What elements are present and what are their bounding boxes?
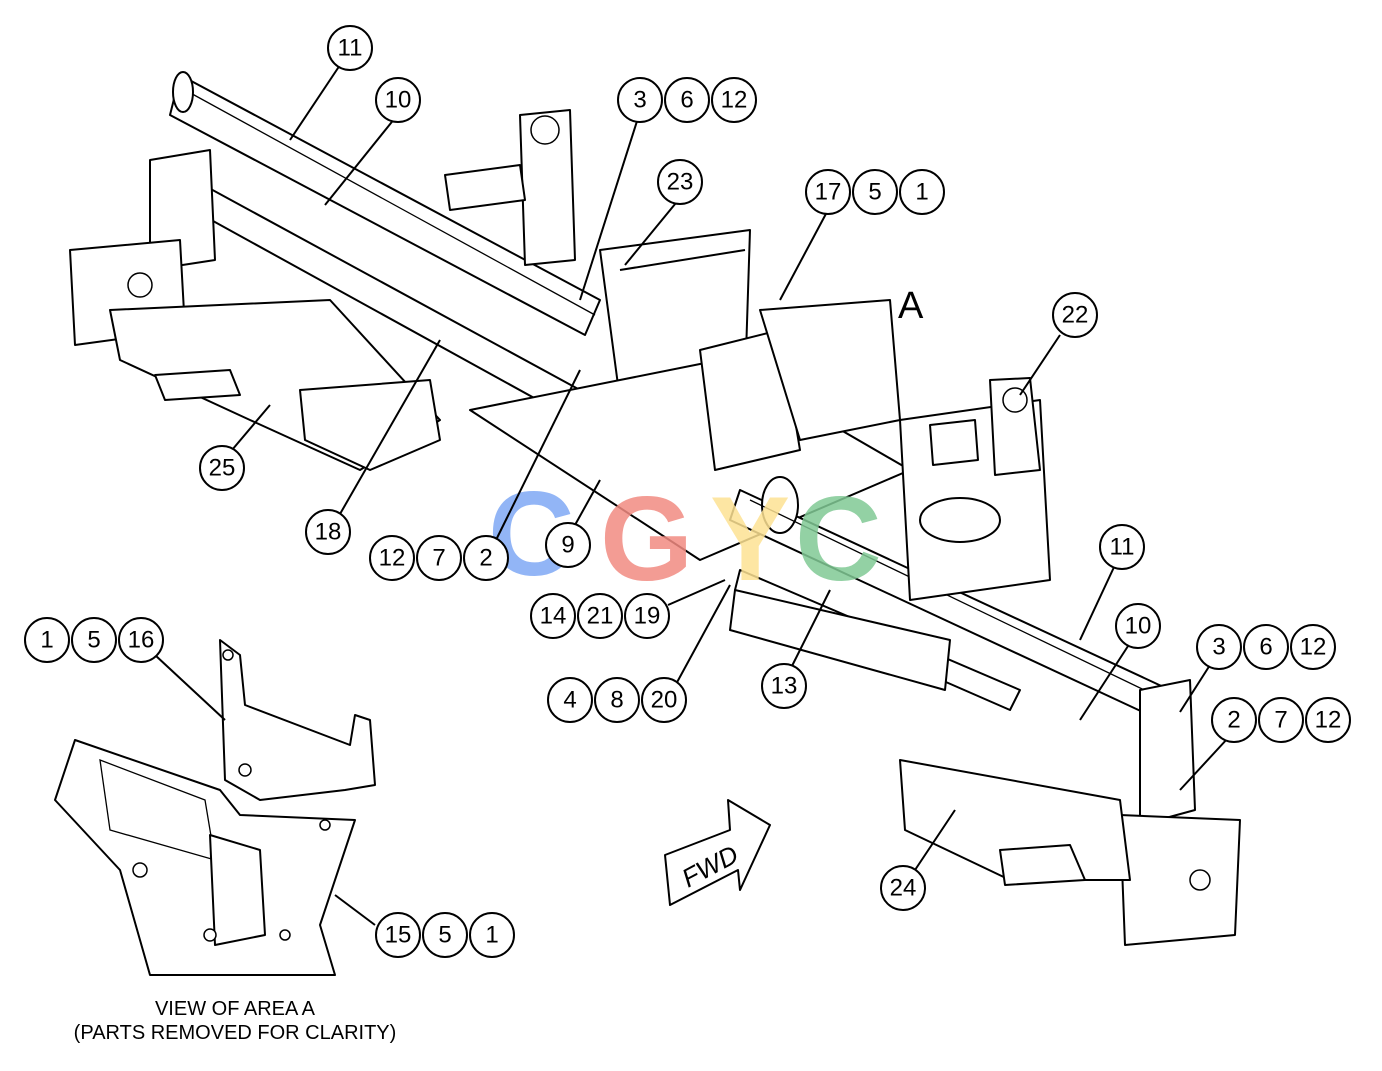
svg-text:8: 8 (610, 687, 623, 714)
callout-6-b: 6 (1243, 624, 1289, 670)
callout-12-c: 12 (1290, 624, 1336, 670)
callout-20: 20 (641, 677, 687, 723)
svg-text:5: 5 (868, 179, 881, 206)
callout-12: 12 (711, 77, 757, 123)
callout-17: 17 (805, 169, 851, 215)
callout-15: 15 (375, 912, 421, 958)
svg-text:1: 1 (485, 922, 498, 949)
callout-8: 8 (594, 677, 640, 723)
callout-1: 1 (899, 169, 945, 215)
svg-text:13: 13 (771, 673, 798, 700)
svg-text:12: 12 (379, 545, 406, 572)
callout-3-b: 3 (1196, 624, 1242, 670)
svg-text:12: 12 (1300, 634, 1327, 661)
callout-14: 14 (530, 593, 576, 639)
svg-text:6: 6 (1259, 634, 1272, 661)
callout-5-c: 5 (422, 912, 468, 958)
svg-text:2: 2 (479, 545, 492, 572)
callout-2: 2 (463, 535, 509, 581)
callout-21: 21 (577, 593, 623, 639)
watermark-letter-3: Y (710, 472, 790, 606)
svg-text:16: 16 (128, 627, 155, 654)
callout-3: 3 (617, 77, 663, 123)
detail-caption-title: VIEW OF AREA A (154, 998, 316, 1020)
callout-10: 10 (375, 77, 421, 123)
svg-text:4: 4 (563, 687, 576, 714)
svg-text:11: 11 (1110, 534, 1135, 561)
watermark-letter-4: C (795, 472, 882, 606)
callout-4: 4 (547, 677, 593, 723)
callout-2-b: 2 (1211, 697, 1257, 743)
svg-text:22: 22 (1062, 302, 1089, 329)
svg-text:15: 15 (385, 922, 412, 949)
callout-16: 16 (118, 617, 164, 663)
svg-text:1: 1 (915, 179, 928, 206)
svg-text:21: 21 (587, 603, 614, 630)
callout-5-b: 5 (71, 617, 117, 663)
svg-text:19: 19 (634, 603, 661, 630)
callout-9: 9 (545, 522, 591, 568)
svg-text:2: 2 (1227, 707, 1240, 734)
callout-12-d: 12 (1305, 697, 1351, 743)
svg-text:10: 10 (385, 87, 412, 114)
forward-arrow: FWD (664, 799, 771, 906)
svg-text:12: 12 (1315, 707, 1342, 734)
svg-text:10: 10 (1125, 613, 1152, 640)
callout-19: 19 (624, 593, 670, 639)
svg-text:3: 3 (633, 87, 646, 114)
callout-1-b: 1 (24, 617, 70, 663)
svg-text:9: 9 (561, 532, 574, 559)
svg-text:6: 6 (680, 87, 693, 114)
svg-text:18: 18 (315, 519, 342, 546)
callout-13: 13 (761, 663, 807, 709)
svg-text:1: 1 (40, 627, 53, 654)
frame-assembly (69, 71, 1241, 946)
callouts: 11 10 3 6 12 23 17 5 1 22 25 18 12 7 2 9… (24, 25, 1351, 958)
svg-text:3: 3 (1212, 634, 1225, 661)
callout-6: 6 (664, 77, 710, 123)
callout-5: 5 (852, 169, 898, 215)
watermark: C G Y C (488, 467, 882, 606)
svg-text:24: 24 (890, 875, 917, 902)
svg-text:7: 7 (1274, 707, 1287, 734)
callout-25: 25 (199, 445, 245, 491)
svg-text:5: 5 (87, 627, 100, 654)
callout-12-b: 12 (369, 535, 415, 581)
callout-23: 23 (657, 159, 703, 205)
detail-caption-note: (PARTS REMOVED FOR CLARITY) (73, 1022, 397, 1044)
svg-text:11: 11 (338, 35, 363, 62)
watermark-letter-2: G (600, 472, 693, 606)
svg-text:23: 23 (667, 169, 694, 196)
area-label: A (898, 285, 924, 327)
leader-lines (154, 64, 1229, 926)
callout-22: 22 (1052, 292, 1098, 338)
svg-text:20: 20 (651, 687, 678, 714)
svg-text:17: 17 (815, 179, 842, 206)
area-a-detail (54, 639, 376, 976)
callout-24: 24 (880, 865, 926, 911)
callout-7-b: 7 (1258, 697, 1304, 743)
callout-18: 18 (305, 509, 351, 555)
svg-text:7: 7 (432, 545, 445, 572)
callout-1-c: 1 (469, 912, 515, 958)
svg-text:14: 14 (540, 603, 567, 630)
svg-text:12: 12 (721, 87, 748, 114)
callout-11-b: 11 (1099, 524, 1145, 570)
svg-text:25: 25 (209, 455, 236, 482)
callout-7: 7 (416, 535, 462, 581)
svg-text:5: 5 (438, 922, 451, 949)
callout-10-b: 10 (1115, 603, 1161, 649)
callout-11: 11 (327, 25, 373, 71)
